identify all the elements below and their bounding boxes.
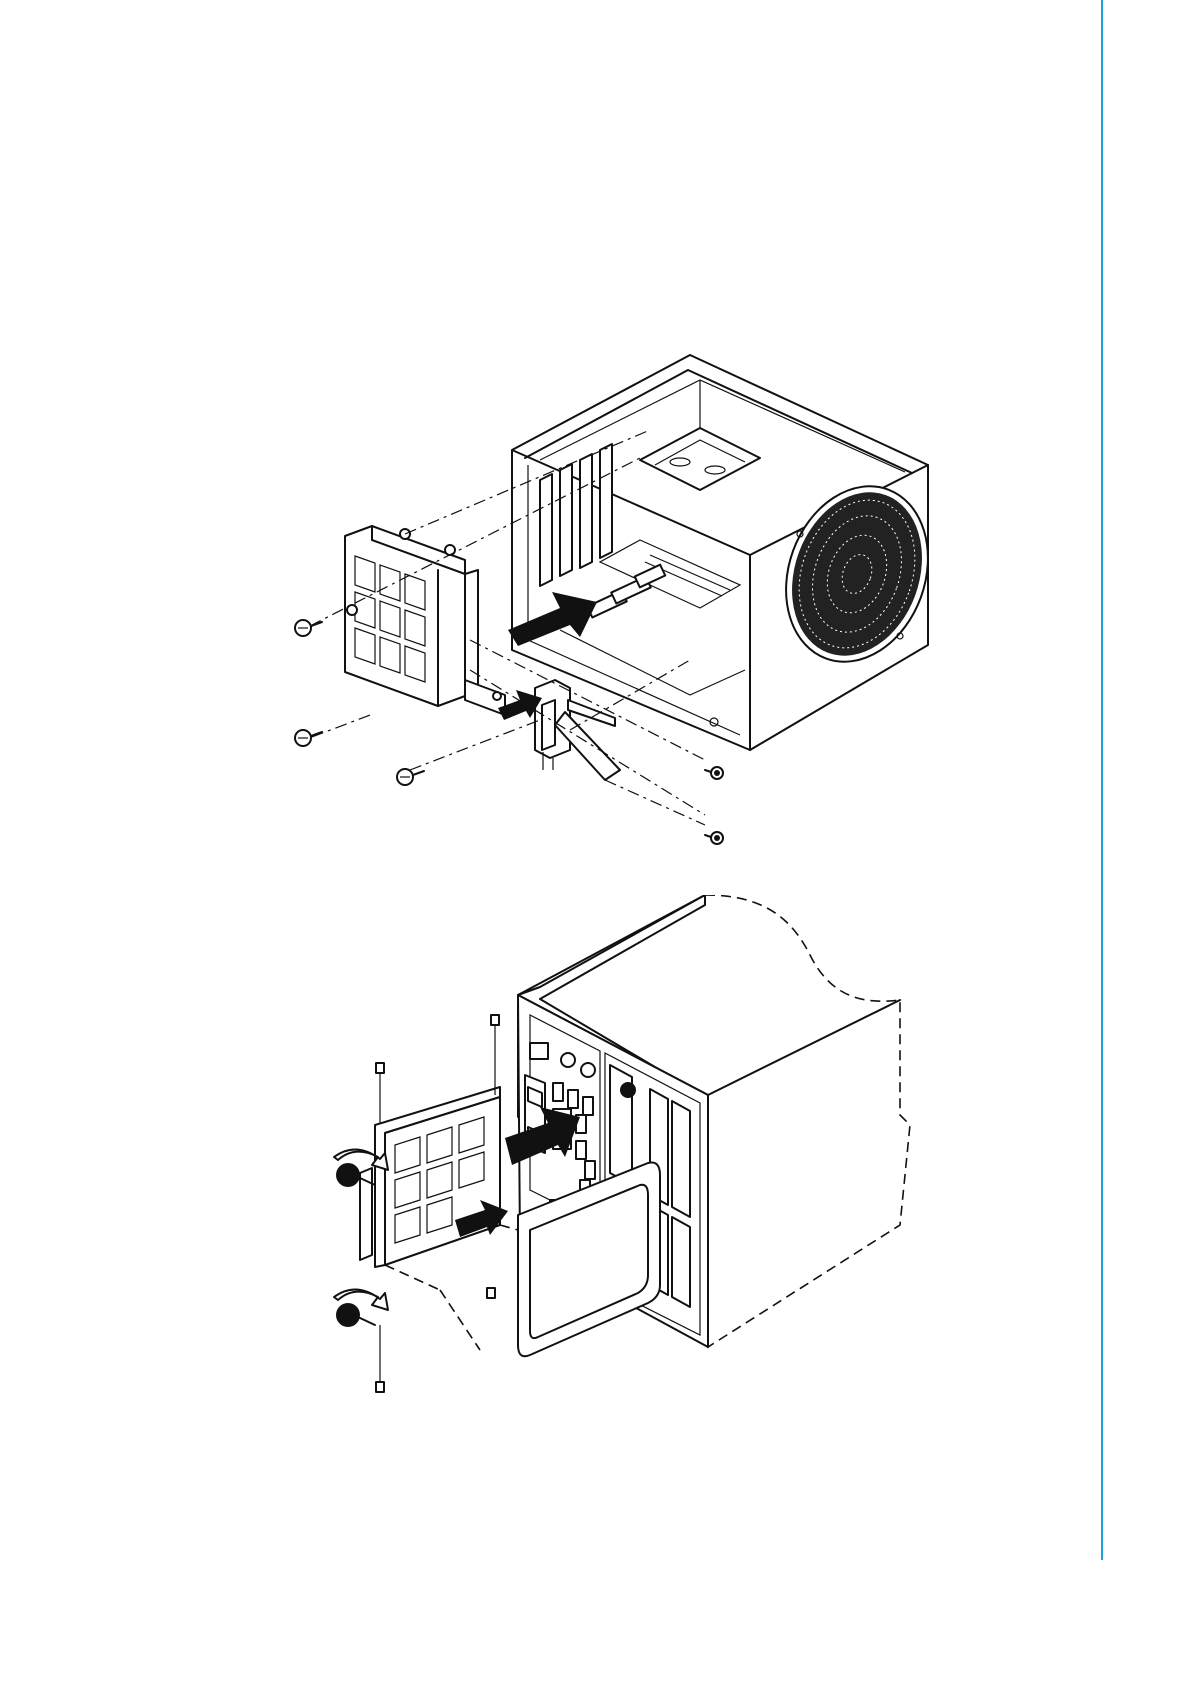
exploded-assembly-drawing (0, 340, 1191, 860)
drive-module (535, 680, 620, 780)
exploded-assembly-figure (0, 340, 1191, 860)
mounting-bracket (345, 526, 505, 715)
assembly-drawing (0, 895, 1191, 1455)
assembly-figure (0, 895, 1191, 1455)
chassis (512, 355, 952, 750)
